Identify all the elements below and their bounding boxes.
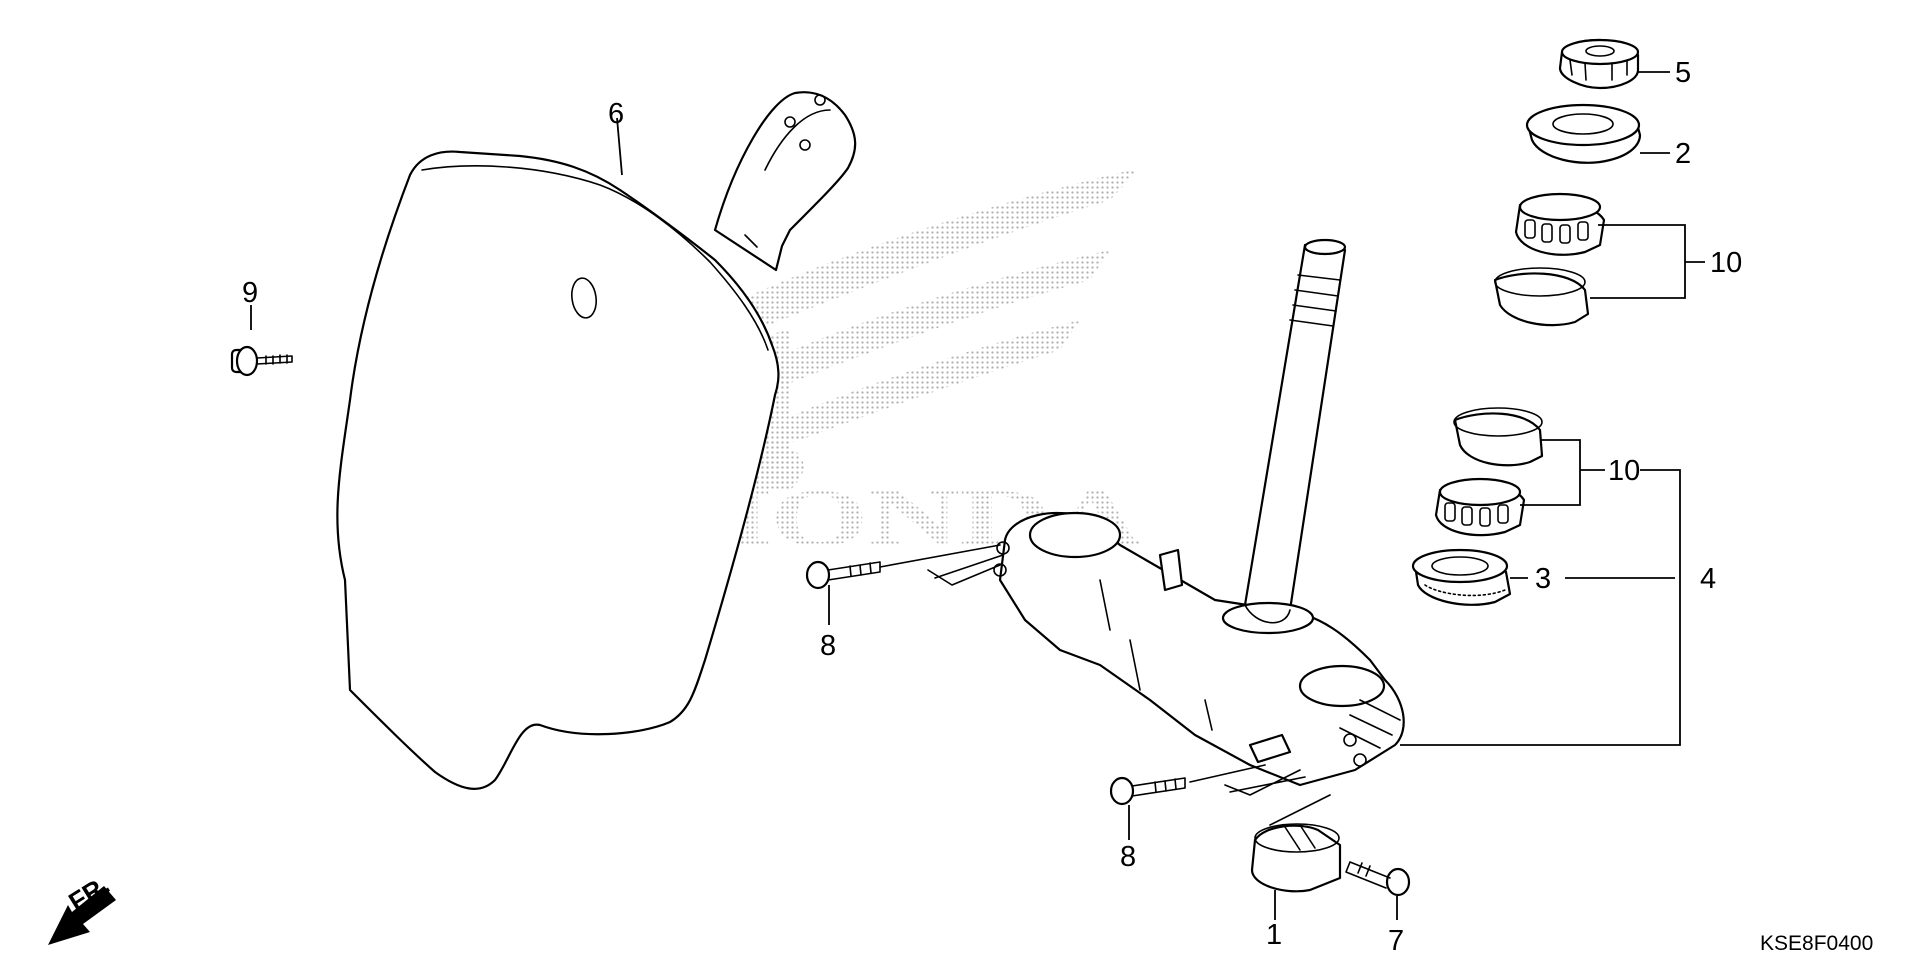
clamp-part-1 — [1250, 823, 1342, 893]
seal-part-2 — [1525, 103, 1642, 164]
callout-3: 3 — [1535, 563, 1551, 595]
arrow-down-left-icon — [48, 886, 116, 945]
callout-1: 1 — [1266, 919, 1282, 951]
bolt-part-9 — [230, 345, 293, 377]
leader-lines — [250, 71, 1705, 920]
bolt-part-8-lower — [1109, 776, 1186, 806]
callout-10-upper: 10 — [1710, 247, 1742, 279]
front-direction-indicator: FR. — [48, 869, 116, 945]
callout-9: 9 — [242, 277, 258, 309]
callout-7: 7 — [1388, 925, 1404, 957]
bearing-part-10-upper — [1493, 192, 1606, 327]
bolt-part-8-upper — [805, 560, 881, 590]
diagram-code: KSE8F0400 — [1760, 932, 1873, 955]
callout-6: 6 — [608, 98, 624, 130]
callout-10-lower: 10 — [1608, 455, 1640, 487]
callout-2: 2 — [1675, 138, 1691, 170]
number-plate — [336, 91, 857, 790]
steering-stem — [993, 238, 1405, 787]
seal-part-3 — [1411, 548, 1512, 606]
front-label: FR. — [63, 869, 114, 917]
callout-8-upper: 8 — [820, 630, 836, 662]
callout-5: 5 — [1675, 57, 1691, 89]
callout-4: 4 — [1700, 563, 1716, 595]
bearing-part-10-lower — [1434, 407, 1544, 537]
nut-part-5 — [1558, 38, 1640, 90]
bolt-part-7 — [1345, 861, 1411, 897]
callout-labels: 6 9 8 8 1 7 5 2 10 10 3 4 — [242, 57, 1742, 957]
callout-8-lower: 8 — [1120, 841, 1136, 873]
